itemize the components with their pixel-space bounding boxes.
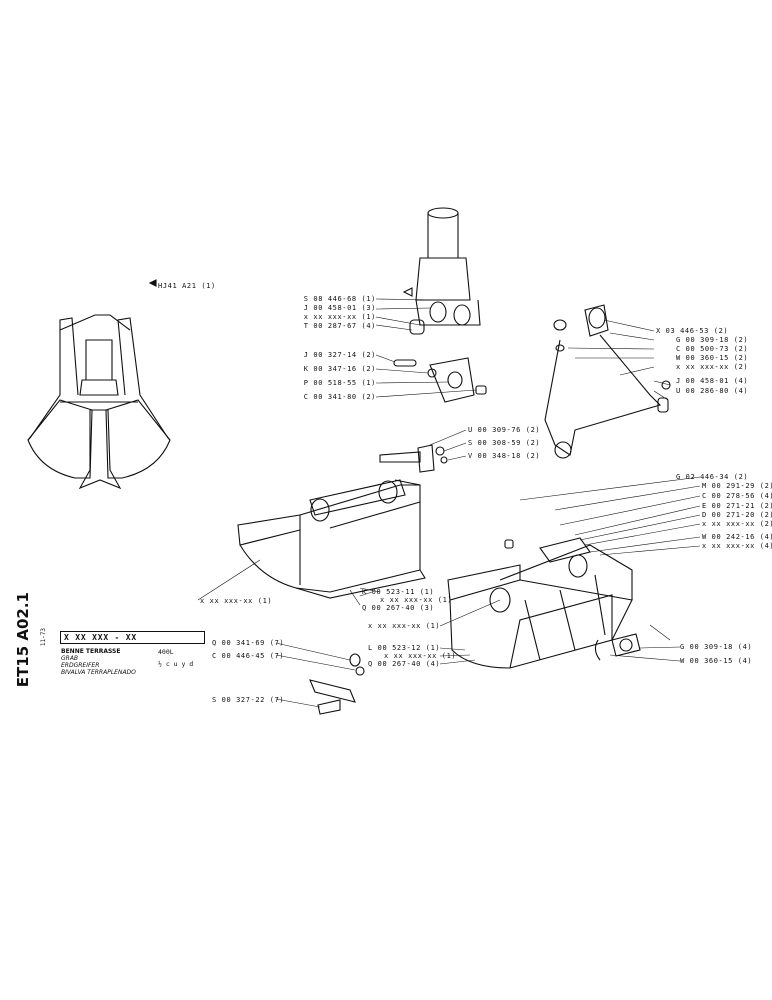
label-right2-6: W 00 242-16 (4) [702,533,772,541]
label-center-bottom-1: x xx xxx-xx (1) [384,652,457,660]
name-fr: BENNE TERRASSE [61,648,121,655]
label-top-2: x xx xxx-xx (1) [303,313,376,321]
label-left-bottom-1: x xx xxx-xx (1) [380,596,453,604]
name-es: BIVALVA TERRAPLENADO [61,669,136,676]
label-right2-2: C 00 278-56 (4) [702,492,772,500]
label-right-5: J 00 458-01 (4) [676,377,749,385]
label-right2-7: x xx xxx-xx (4) [702,542,772,550]
label-center-bottom-2: Q 00 267-40 (4) [368,660,441,668]
sheet-code: ET15 A02.1 [14,592,32,688]
head-mount-part [402,207,481,335]
label-center: x xx xxx-xx (1) [368,622,441,630]
right-shell-part [447,537,633,669]
label-pin-0: U 00 309-76 (2) [468,426,541,434]
bottom-pin-part [594,633,641,661]
label-right-2: C 00 500-73 (2) [676,345,749,353]
label-bolt-0: Q 00 341-69 (7) [212,639,285,647]
label-right-bottom-1: W 00 360-15 (4) [680,657,753,665]
label-bolt-1: C 00 446-45 (7) [212,652,285,660]
label-right-4: x xx xxx-xx (2) [676,363,749,371]
assembled-grab-figure [27,314,171,490]
label-left-bottom-0: K 00 523-11 (1) [362,588,435,596]
ref-label: HJ41 A21 (1) [158,282,216,290]
pin-part [379,444,448,473]
label-pin-1: S 00 308-59 (2) [468,439,541,447]
label-bolt-2: S 00 327-22 (7) [212,696,285,704]
ref-arrow-icon [148,279,157,287]
sheet-date: 11-73 [40,628,47,647]
name-en: GRAB [61,655,79,662]
label-pin-2: V 00 348-18 (2) [468,452,541,460]
label-top-3: T 00 287-67 (4) [303,322,376,330]
capacity: 400L [158,648,174,656]
sheet-code-vertical: ET15 A02.1 [14,592,32,752]
label-mid-0: J 00 327-14 (2) [303,351,376,359]
label-center-bottom-0: L 00 523-12 (1) [368,644,441,652]
side-arm-part [544,304,671,459]
label-right-bottom-0: G 00 309-18 (4) [680,643,753,651]
name-de: ERDGREIFER [61,662,100,669]
label-top-1: J 00 458-01 (3) [303,304,376,312]
label-left-bottom-2: Q 00 267-40 (3) [362,604,435,612]
label-right-6: U 00 286-80 (4) [676,387,749,395]
label-right-1: G 00 309-18 (2) [676,336,749,344]
label-right2-3: E 00 271-21 (2) [702,502,772,510]
label-mid-3: C 00 341-80 (2) [303,393,376,401]
bolt-parts [309,653,365,715]
label-right2-5: x xx xxx-xx (2) [702,520,772,528]
label-right2-0: G 02 446-34 (2) [676,473,749,481]
label-mid-1: K 00 347-16 (2) [303,365,376,373]
label-top-0: S 08 446-68 (1) [303,295,376,303]
left-shell-part [237,479,426,599]
label-right-3: W 00 360-15 (2) [676,354,749,362]
part-names: BENNE TERRASSE GRAB ERDGREIFER BIVALVA T… [61,648,136,676]
label-right2-4: D 00 271-20 (2) [702,511,772,519]
label-left-shell: x xx xxx-xx (1) [200,597,273,605]
link-pieces [393,357,487,403]
label-right-0: X 03 446-53 (2) [656,327,729,335]
size: ½ c u y d [158,660,194,668]
label-right2-1: M 00 291-29 (2) [702,482,772,490]
label-mid-2: P 00 518-55 (1) [303,379,376,387]
part-number-box: X XX XXX - XX [60,631,205,644]
